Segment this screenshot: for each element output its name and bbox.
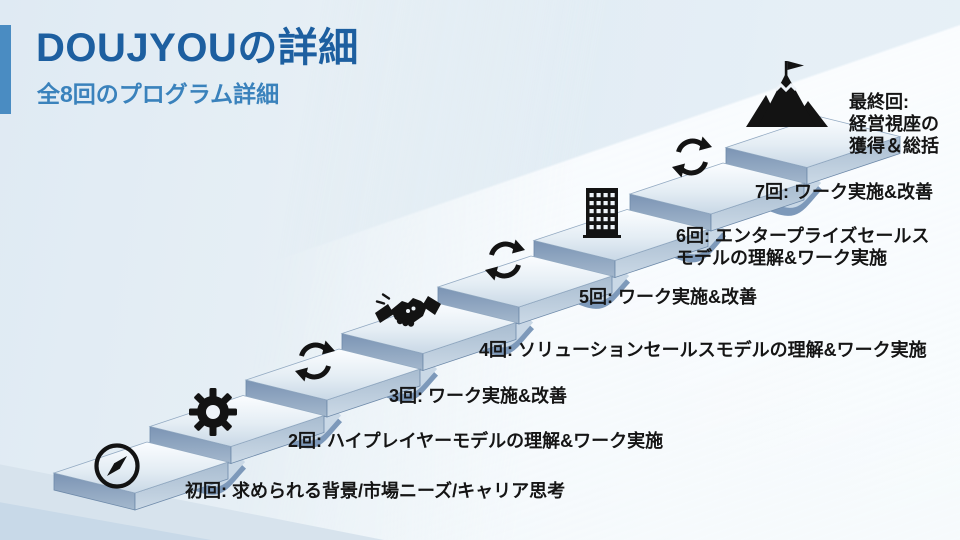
- mountain-flag-icon: [744, 57, 828, 127]
- step-label-7: 7回: ワーク実施&改善: [755, 182, 934, 202]
- step-label-8: 最終回: 経営視座の 獲得＆総括: [849, 92, 939, 156]
- title-accent-bar: [0, 25, 11, 114]
- step-label-4: 4回: ソリューションセールスモデルの理解&ワーク実施: [479, 340, 927, 360]
- page-title: DOUJYOUの詳細: [36, 26, 359, 70]
- compass-icon: [93, 442, 141, 490]
- step-label-2: 2回: ハイプレイヤーモデルの理解&ワーク実施: [288, 431, 664, 451]
- cycle-icon: [292, 338, 338, 384]
- building-icon: [583, 188, 621, 238]
- step-label-6: 6回: エンタープライズセールス モデルの理解&ワーク実施: [676, 226, 930, 268]
- handshake-icon: [375, 289, 441, 335]
- step-label-1: 初回: 求められる背景/市場ニーズ/キャリア思考: [185, 481, 566, 501]
- cycle-icon: [669, 134, 715, 180]
- step-label-5: 5回: ワーク実施&改善: [579, 287, 758, 307]
- step-label-3: 3回: ワーク実施&改善: [389, 386, 568, 406]
- page-subtitle: 全8回のプログラム詳細: [37, 81, 280, 107]
- cycle-icon: [482, 237, 528, 283]
- gear-icon: [189, 388, 237, 436]
